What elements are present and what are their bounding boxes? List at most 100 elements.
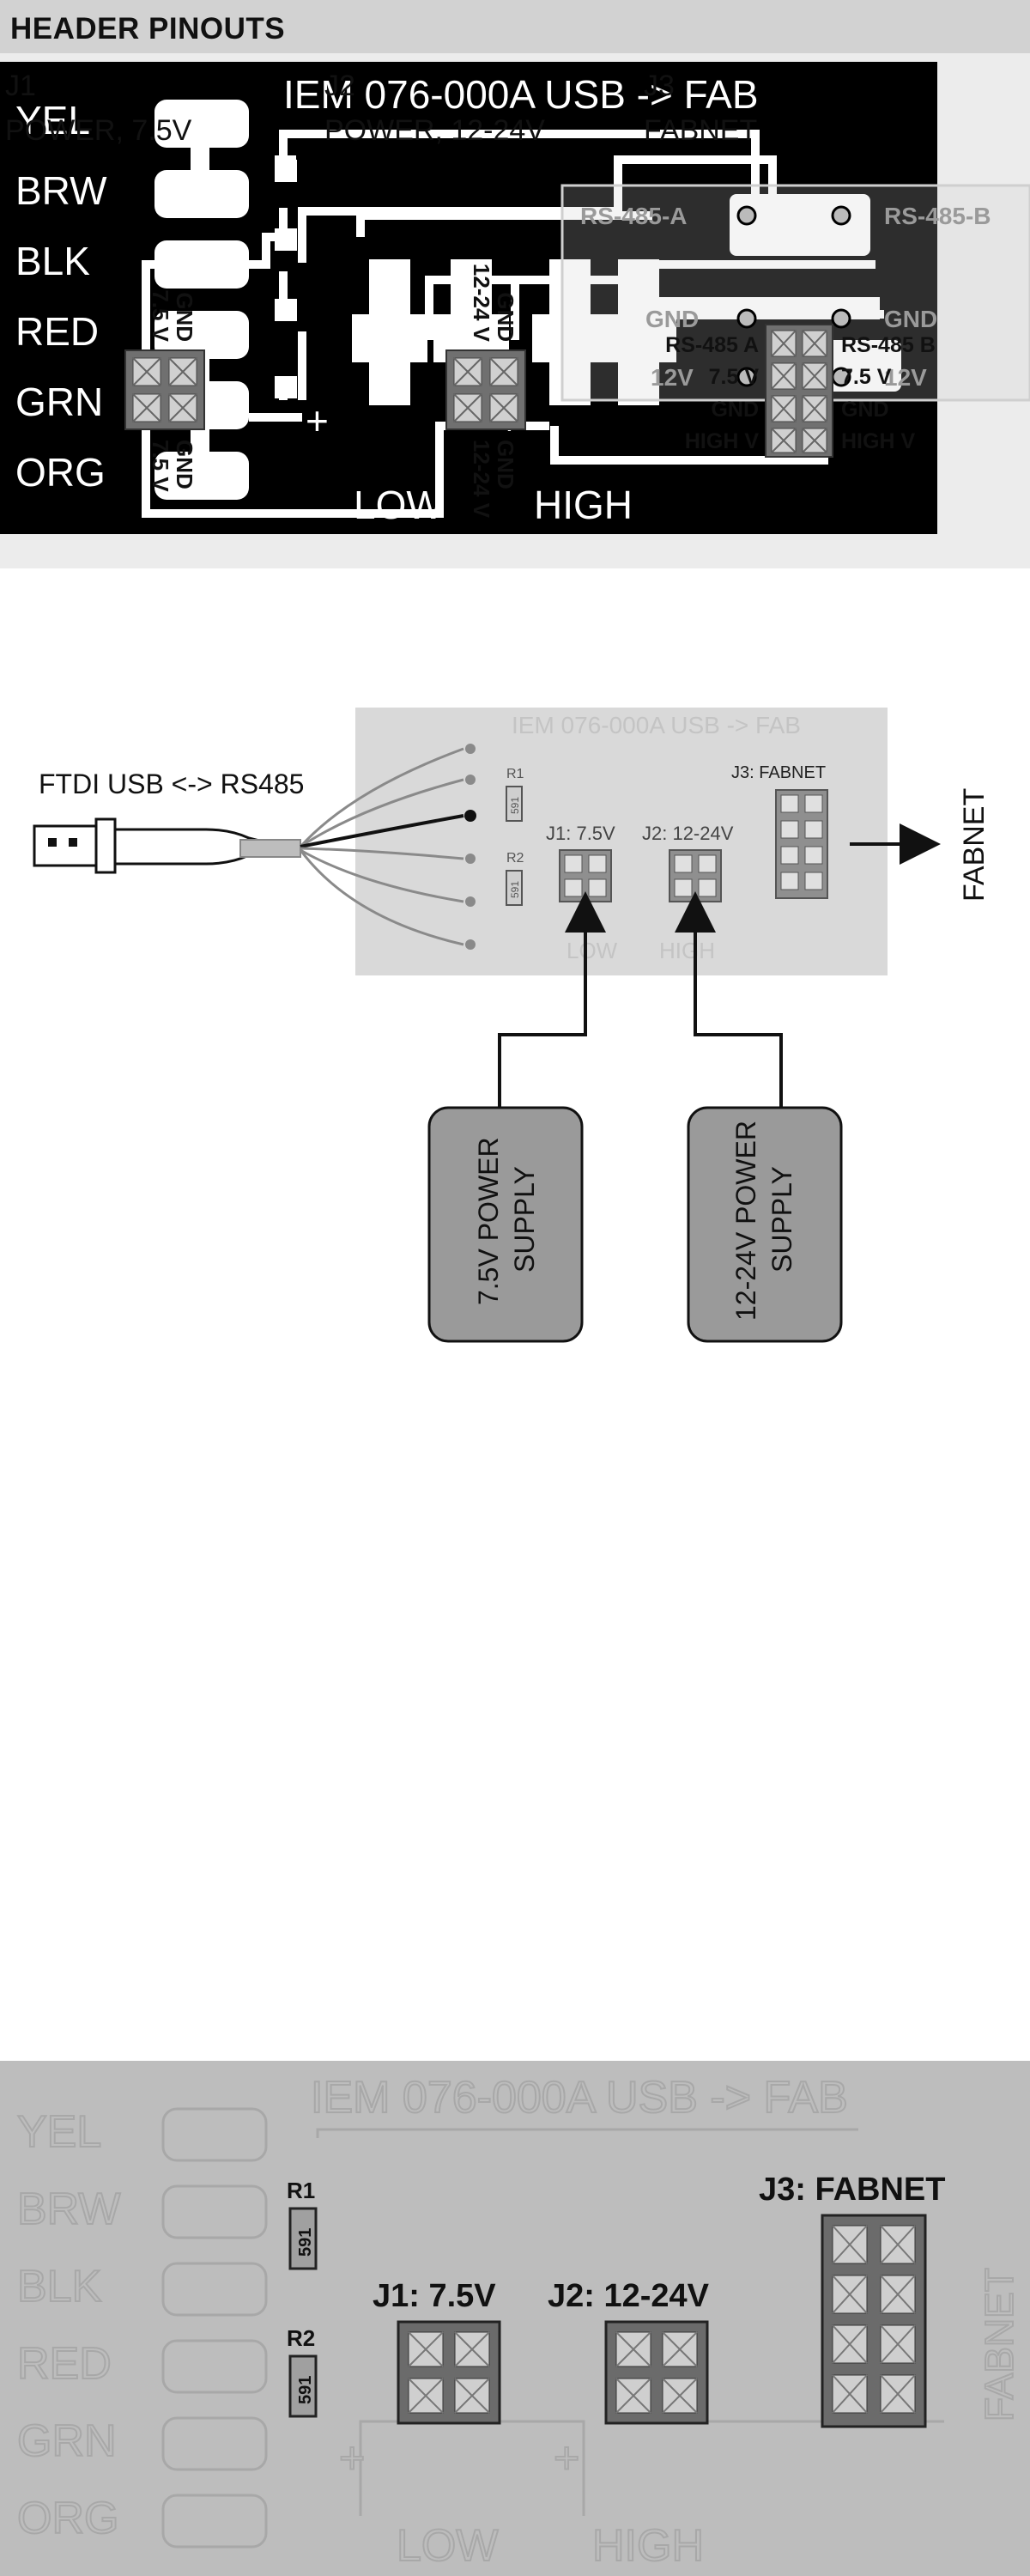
- pinout-drawings: 7.5 V GND 7.5 V GND 12-24 V GND 12-24 V …: [124, 264, 936, 519]
- pcb-title: IEM 076-000A USB -> FAB: [283, 72, 759, 117]
- j2-pin-bottom-a: 12-24 V: [469, 440, 494, 519]
- overlay-label-12v-right: 12V: [884, 364, 927, 391]
- wiring-r1-value: 591: [509, 797, 521, 814]
- wiring-j1-label: J1: 7.5V: [546, 823, 615, 844]
- pinout-column-j1-id: J1: [5, 70, 36, 102]
- pcb-wire-label-yel: YEL: [15, 98, 90, 143]
- pinout-column-j3: J3 FABNET: [644, 64, 757, 153]
- pcb-wire-label-red: RED: [15, 309, 99, 354]
- j3-connector: [765, 324, 833, 458]
- overlay-label-12v-left: 12V: [651, 364, 694, 391]
- power-supply-12-24v: [687, 1106, 843, 1343]
- cable-wires: [299, 747, 464, 946]
- pcb-overlay-labels: RS-485-A RS-485-B GND GND 12V 12V: [580, 203, 991, 391]
- wiring-j2-label: J2: 12-24V: [642, 823, 734, 844]
- j1-pin-top-b: GND: [172, 292, 197, 342]
- pinout-column-j1: J1 POWER, 7.5V: [5, 64, 191, 153]
- pcb-wire-pads: [154, 100, 249, 500]
- overlay-label-gnd-right: GND: [884, 306, 937, 332]
- j1-connector: [124, 349, 205, 430]
- supply-b-arrow: [675, 891, 783, 1108]
- power-supply-7v5: [427, 1106, 584, 1343]
- j3-pin-left-3: GND: [711, 398, 759, 422]
- fabnet-output-label: FABNET: [958, 788, 991, 902]
- pcb-low-label: LOW: [354, 483, 444, 527]
- silk-j3: [821, 2214, 927, 2428]
- overlay-label-gnd-left: GND: [645, 306, 699, 332]
- j3-pin-right-2: 7.5 V: [841, 365, 892, 389]
- wiring-r1: [506, 786, 523, 822]
- silk-j1: [397, 2320, 501, 2425]
- overlay-label-rs485-b: RS-485-B: [884, 203, 991, 229]
- silk-ghost-title: IEM 076-000A USB -> FAB: [311, 2073, 848, 2123]
- pcb-wire-label-brw: BRW: [15, 168, 107, 213]
- pinout-column-j2-desc: POWER, 12-24V: [324, 114, 545, 147]
- supply-a-arrow: [498, 891, 606, 1108]
- wiring-r2-value: 591: [509, 881, 521, 898]
- power-supply-7v5-line2: SUPPLY: [509, 1166, 540, 1273]
- silk-ghost-low: LOW: [397, 2521, 498, 2571]
- silk-r1-label: R1: [287, 2178, 315, 2203]
- wiring-board-title: IEM 076-000A USB -> FAB: [512, 712, 801, 738]
- j1-pin-bottom-b: GND: [172, 440, 197, 489]
- pcb-overlay-box: [560, 184, 1030, 402]
- wiring-low-label: LOW: [566, 938, 618, 963]
- wiring-r1-label: R1: [506, 767, 524, 781]
- silk-r1: [288, 2207, 318, 2270]
- j3-pin-right-4: HIGH V: [841, 429, 915, 453]
- silk-ghost-high: HIGH: [592, 2521, 704, 2571]
- j3-pin-right-3: GND: [841, 398, 889, 422]
- pinout-column-j1-desc: POWER, 7.5V: [5, 114, 192, 147]
- wiring-j3-label: J3: FABNET: [731, 763, 826, 782]
- pcb-wire-labels: YEL BRW BLK RED GRN ORG: [15, 98, 107, 495]
- silk-ghost-wire-yel: YEL: [17, 2107, 101, 2157]
- power-supply-12-24v-line2: SUPPLY: [766, 1166, 797, 1273]
- j1-pin-top-a: 7.5 V: [148, 289, 173, 342]
- silk-j2-label: J2: 12-24V: [548, 2278, 710, 2314]
- pcb-layout-panel: IEM 076-000A USB -> FAB YEL BRW BLK RED …: [0, 62, 1030, 534]
- silk-ghost-wire-blk: BLK: [17, 2262, 102, 2312]
- wiring-diagram-panel: IEM 076-000A USB -> FAB FTDI USB <-> RS4…: [33, 708, 991, 1343]
- silk-ghost-wire-labels: YEL BRW BLK RED GRN ORG: [16, 2106, 121, 2544]
- pcb-plus-left: +: [306, 398, 329, 443]
- pcb-wire-label-org: ORG: [15, 450, 106, 495]
- silk-ghost-wire-org: ORG: [17, 2494, 118, 2543]
- wiring-r2: [506, 870, 523, 906]
- silk-ghost-plus-left: +: [339, 2433, 365, 2483]
- silk-ghost-wire-red: RED: [17, 2339, 112, 2389]
- usb-plug: [33, 817, 117, 874]
- silk-r2-label: R2: [287, 2325, 315, 2351]
- j2-pin-bottom-b: GND: [493, 440, 518, 489]
- j3-pin-left-1: RS-485 A: [665, 333, 759, 357]
- silk-j1-label: J1: 7.5V: [373, 2278, 496, 2314]
- pcb-high-label: HIGH: [534, 483, 633, 527]
- silk-r2-value: 591: [296, 2376, 315, 2404]
- j1-pin-bottom-a: 7.5 V: [148, 440, 173, 492]
- j3-pin-left-2: 7.5 V: [709, 365, 760, 389]
- header-pinouts-bar: HEADER PINOUTS: [0, 0, 1030, 53]
- silk-r2: [288, 2354, 318, 2418]
- j2-pin-top-b: GND: [493, 292, 518, 342]
- power-supply-7v5-line1: 7.5V POWER: [473, 1137, 504, 1305]
- silk-j2: [604, 2320, 709, 2425]
- power-supply-12-24v-line1: 12-24V POWER: [730, 1121, 761, 1321]
- silk-j3-label: J3: FABNET: [759, 2172, 945, 2208]
- silkscreen-panel: IEM 076-000A USB -> FAB YEL BRW BLK RED …: [0, 2061, 1030, 2576]
- j3-pin-left-4: HIGH V: [685, 429, 759, 453]
- wiring-r2-label: R2: [506, 851, 524, 866]
- pinout-column-j3-desc: FABNET: [644, 114, 758, 147]
- wire-terminals: [464, 744, 476, 950]
- j2-connector: [445, 349, 526, 430]
- pcb-wire-label-grn: GRN: [15, 380, 103, 424]
- header-pinouts-panel: HEADER PINOUTS J1 POWER, 7.5V J2 POWER, …: [0, 0, 1030, 568]
- pinout-column-j2-id: J2: [324, 70, 355, 102]
- pinout-column-j2: J2 POWER, 12-24V: [324, 64, 545, 153]
- silk-ghost-plus-right: +: [554, 2433, 579, 2483]
- pcb-overlay-pins: [736, 205, 851, 387]
- overlay-label-rs485-a: RS-485-A: [580, 203, 687, 229]
- silk-side-label: FABNET: [977, 2268, 1021, 2421]
- j3-pin-right-1: RS-485 B: [841, 333, 936, 357]
- header-pinouts-title: HEADER PINOUTS: [10, 12, 286, 46]
- silk-r1-value: 591: [296, 2228, 315, 2257]
- pcb-wire-label-blk: BLK: [15, 239, 90, 283]
